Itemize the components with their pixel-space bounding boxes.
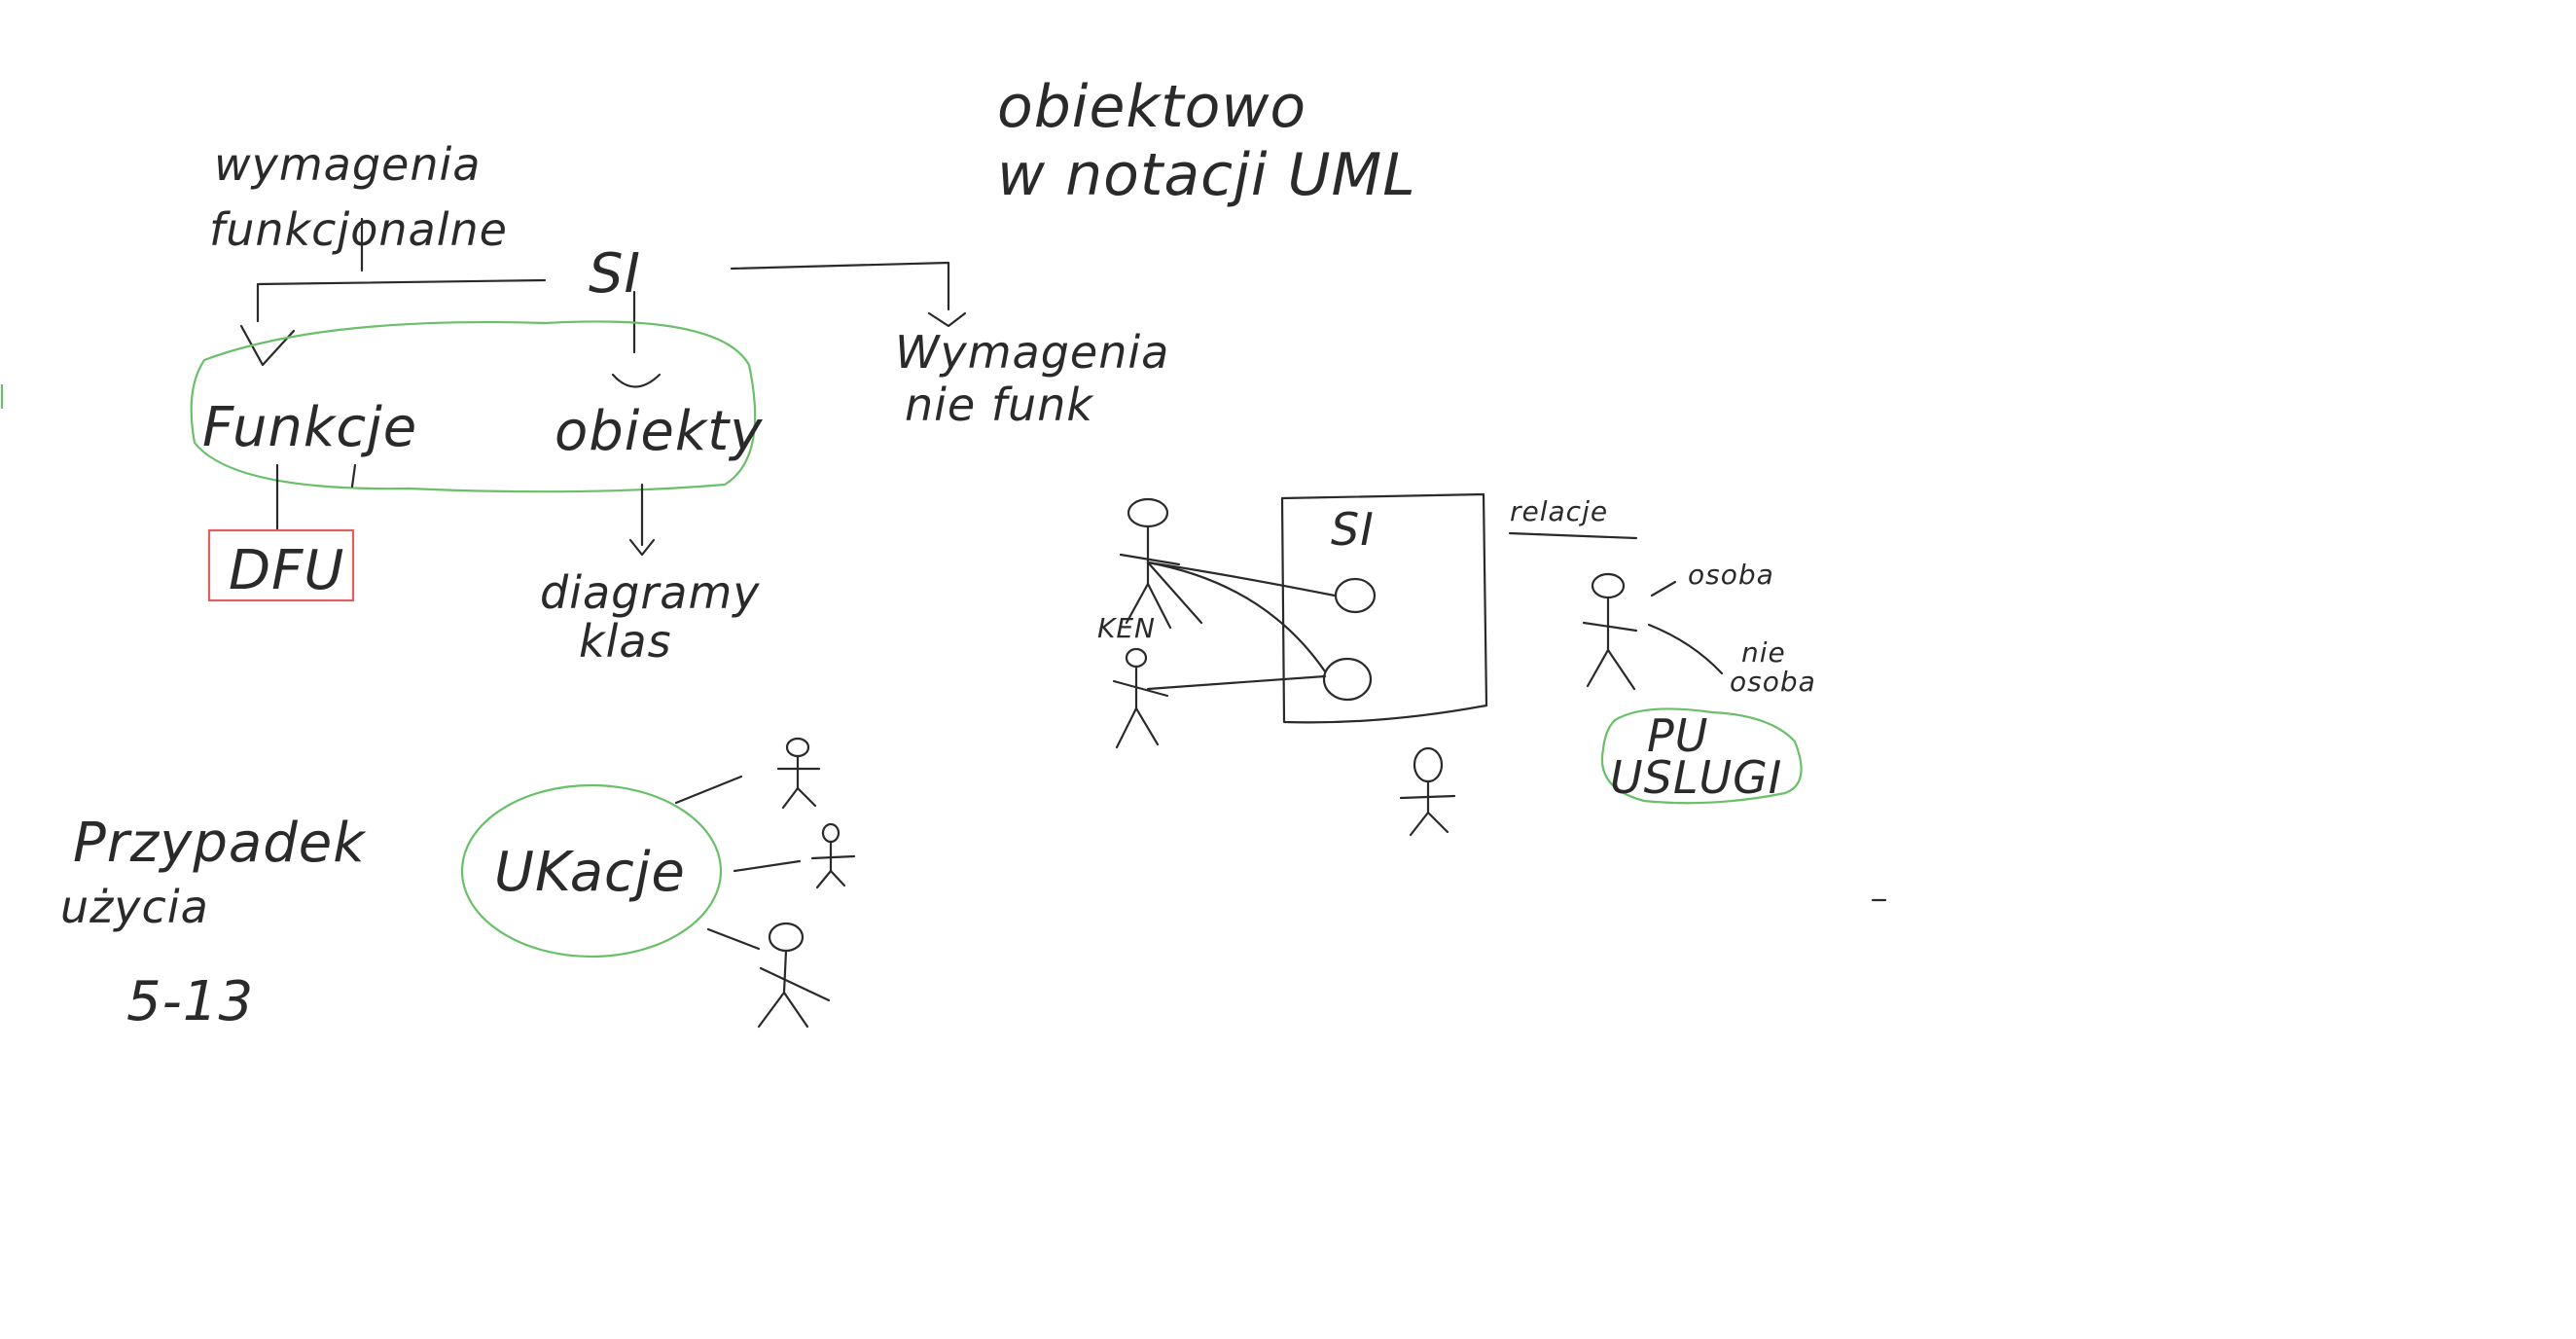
non-person-line-2: osoba — [1730, 666, 1816, 698]
functional-requirements-line-1: wymagenia — [214, 138, 481, 191]
pu-services-oval — [1600, 707, 1803, 805]
nonfunctional-requirements-line-2: nie funk — [905, 379, 1094, 431]
si-top-label: SI — [589, 242, 641, 306]
functions-tick — [350, 463, 357, 489]
system-boundary-box — [1280, 492, 1488, 724]
branch-center-arrow — [611, 373, 662, 388]
pu-services-line-1: PU — [1647, 709, 1708, 762]
dfu-box — [207, 528, 355, 602]
actor-3 — [1582, 572, 1638, 691]
ukacje-label: UKacje — [494, 841, 686, 904]
title-line-2: w notacji UML — [997, 141, 1416, 209]
osoba-pointer — [1650, 580, 1677, 597]
association-3 — [1146, 561, 1203, 625]
ukacje-actor-1 — [776, 737, 821, 810]
branch-left — [256, 278, 547, 323]
use-case-2 — [1322, 657, 1373, 702]
relations-label: relacje — [1510, 495, 1608, 527]
branch-right-arrow — [927, 311, 967, 328]
ukacje-link-3 — [706, 927, 761, 951]
class-diagram-line-1: diagramy — [540, 566, 761, 619]
use-case-range: 5-13 — [126, 970, 254, 1033]
nie-osoba-pointer — [1647, 623, 1724, 675]
ukacje-oval — [460, 783, 723, 959]
branch-left-arrow — [239, 324, 296, 367]
nonfunctional-requirements-line-1: Wymagenia — [895, 326, 1169, 379]
actor-2 — [1112, 647, 1169, 749]
ukacje-link-2 — [733, 859, 802, 873]
association-2 — [1146, 561, 1327, 673]
relations-underline — [1508, 531, 1638, 540]
branch-right — [730, 261, 950, 311]
actor-4 — [1399, 746, 1456, 837]
ukacje-actor-3 — [757, 922, 831, 1029]
use-case-heading-line-1: Przypadek — [73, 812, 367, 875]
functions-objects-oval — [190, 320, 757, 493]
system-boundary-label: SI — [1331, 503, 1375, 556]
person-label: osoba — [1688, 559, 1774, 591]
objects-down-arrow — [628, 538, 656, 557]
functions-label: Funkcje — [202, 396, 417, 459]
ken-label: KEN — [1097, 612, 1156, 644]
non-person-line-1: nie — [1741, 636, 1786, 669]
functional-requirements-line-2: funkcjonalne — [209, 203, 508, 256]
use-case-heading-line-2: użycia — [60, 881, 209, 933]
association-4 — [1146, 674, 1327, 691]
use-case-1 — [1334, 577, 1377, 614]
objects-label: obiekty — [555, 400, 763, 463]
dfu-label: DFU — [229, 539, 344, 602]
title-line-1: obiektowo — [997, 73, 1306, 141]
actor-1 — [1119, 497, 1181, 630]
class-diagram-line-2: klas — [579, 615, 672, 668]
association-1 — [1146, 561, 1337, 597]
pu-services-line-2: USLUGI — [1610, 751, 1782, 804]
ukacje-link-1 — [674, 775, 743, 805]
ukacje-actor-2 — [810, 822, 856, 889]
